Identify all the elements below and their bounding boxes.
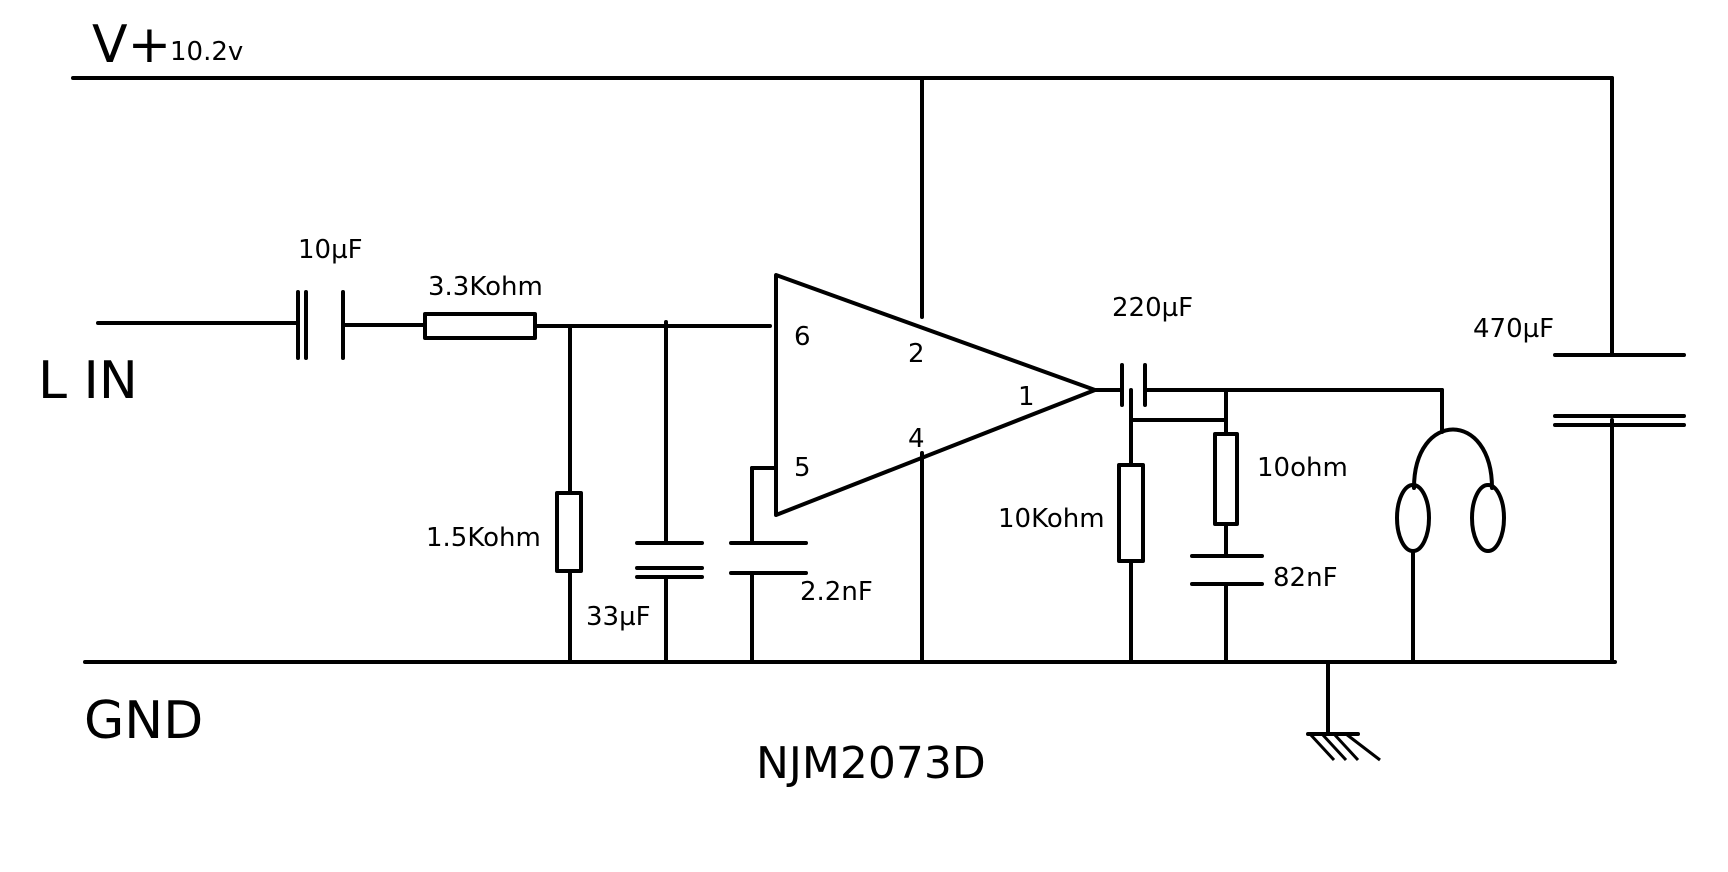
vplus-voltage-label: 10.2v	[170, 37, 243, 67]
shunt-capacitor	[635, 320, 704, 664]
zobel-network	[1190, 388, 1264, 664]
pin5-capacitor	[729, 466, 808, 664]
pin-1-label: 1	[1018, 382, 1035, 412]
r-load-label: 10Kohm	[998, 504, 1105, 534]
gnd-label: GND	[84, 691, 203, 751]
vplus-rail	[71, 76, 1614, 664]
headphones-icon	[1395, 388, 1506, 664]
output-capacitor	[1093, 363, 1444, 407]
c-shunt-label: 33µF	[586, 602, 651, 632]
pin-4-label: 4	[908, 424, 925, 454]
series-resistor	[423, 312, 772, 340]
pin-5-label: 5	[794, 453, 811, 483]
c-zobel-label: 82nF	[1273, 563, 1338, 593]
chip-label: NJM2073D	[756, 738, 986, 789]
load-resistor	[1117, 388, 1228, 664]
r-shunt-label: 1.5Kohm	[426, 523, 541, 553]
input-label: L IN	[38, 351, 138, 411]
amplifier-triangle	[774, 273, 1097, 517]
r-zobel-label: 10ohm	[1257, 453, 1348, 483]
ground-icon	[1306, 660, 1381, 762]
vplus-label: V+	[92, 15, 171, 75]
c-in-label: 10µF	[298, 235, 363, 265]
c-out-label: 220µF	[1112, 293, 1193, 323]
supply-capacitor	[1553, 353, 1686, 427]
c-pin5-label: 2.2nF	[800, 577, 873, 607]
pin-6-label: 6	[794, 322, 811, 352]
c-supply-label: 470µF	[1473, 314, 1554, 344]
pin-2-label: 2	[908, 339, 925, 369]
r-series-label: 3.3Kohm	[428, 272, 543, 302]
shunt-resistor	[555, 324, 583, 664]
input-coupling-capacitor	[96, 290, 427, 360]
